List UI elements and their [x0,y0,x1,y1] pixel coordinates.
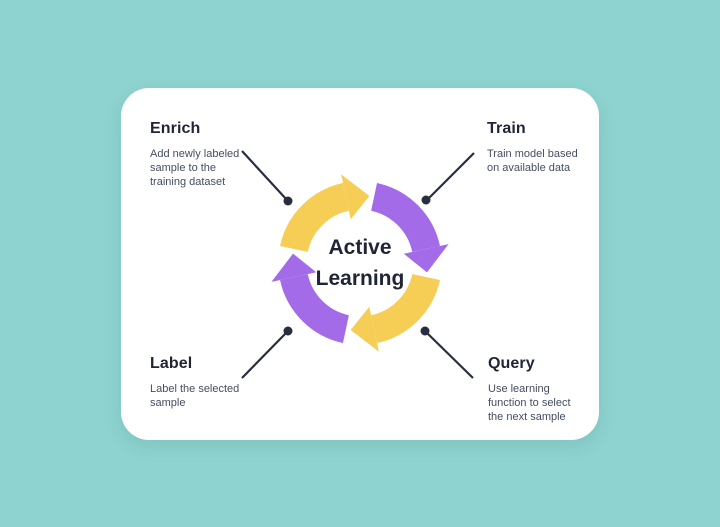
cycle-arrow-bottom-left-purple [271,253,350,343]
cycle-arrow-bottom-right-yellow [350,273,440,352]
stage-query-description: Use learning function to select the next… [488,383,571,423]
stage-train-label: Train [487,120,526,137]
arrowhead-left-icon [271,253,317,282]
arrowhead-right-icon [403,244,449,273]
cycle-arrow-top-left-yellow [280,174,370,253]
stage-label-description: Label the selected sample [150,383,240,409]
stage-query: Query Use learning function to select th… [488,355,608,424]
stage-enrich: Enrich Add newly labeled sample to the t… [150,120,270,189]
stage-label: Label Label the selected sample [150,355,270,410]
stage-enrich-description: Add newly labeled sample to the training… [150,148,240,188]
diagram-card: Active Learning Enrich Add newly [121,88,599,440]
stage-query-label: Query [488,355,535,372]
stage-label-label: Label [150,355,193,372]
cycle-arrow-top-right-purple [370,183,449,273]
cycle-arrows-graphic [271,174,449,352]
stage-train-description: Train model based on available data [487,148,578,174]
stage-train: Train Train model based on available dat… [487,120,607,175]
diagram-title: Active Learning [315,236,405,290]
arrowhead-top-icon [341,174,370,220]
stage-enrich-label: Enrich [150,120,201,137]
arrowhead-bottom-icon [350,306,379,352]
